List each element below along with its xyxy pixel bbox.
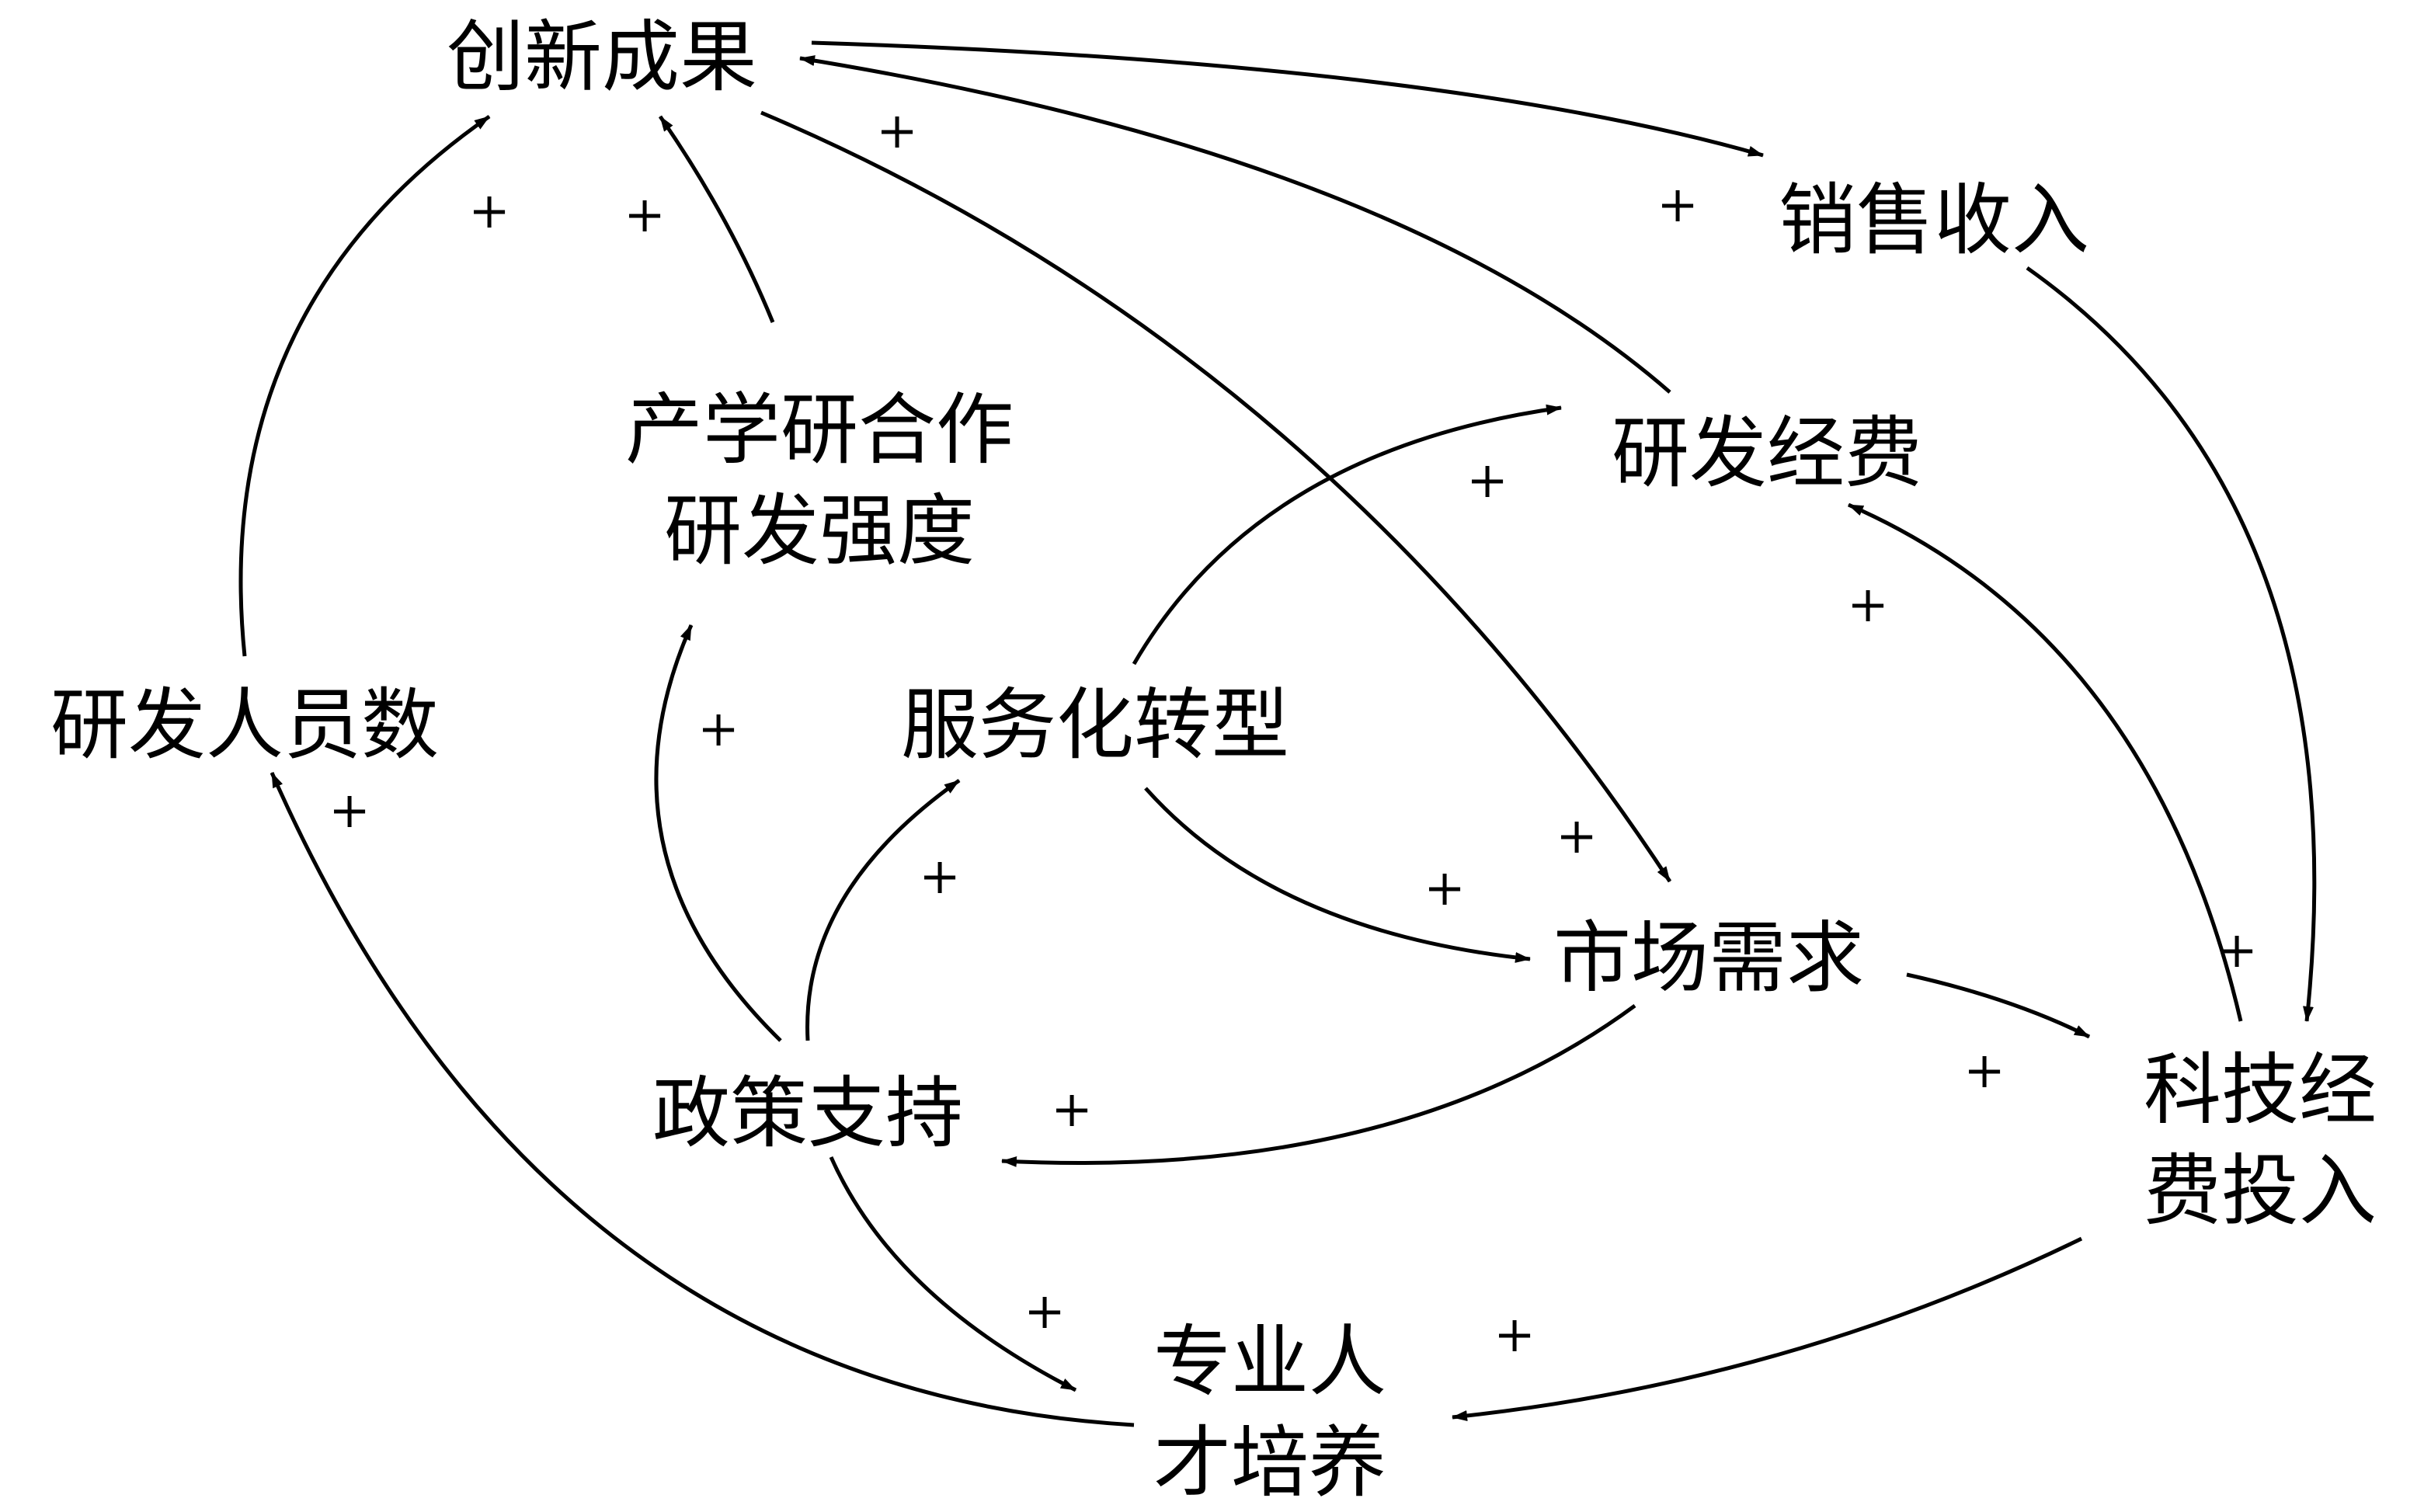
- polarity-rdfunding-to-innovation: +: [876, 103, 918, 160]
- polarity-market-to-techfunding: +: [1963, 1042, 2005, 1100]
- node-talent-line-1: 专业人: [1153, 1316, 1386, 1407]
- edge-personnel-to-innovation: [238, 114, 491, 657]
- polarity-iur-to-innovation: +: [624, 186, 666, 244]
- polarity-policy-to-iur: +: [697, 700, 739, 758]
- node-service-transformation: 服务化转型: [901, 680, 1289, 770]
- polarity-service-to-rdfunding: +: [1466, 452, 1508, 509]
- edge-market-to-techfunding: [1906, 972, 2091, 1039]
- polarity-techfunding-to-talent: +: [1494, 1306, 1535, 1364]
- edges: [238, 40, 2317, 1427]
- node-innovation-results: 创新成果: [447, 12, 757, 103]
- polarity-service-to-market: +: [1424, 860, 1466, 917]
- edge-iur-to-innovation: [658, 115, 775, 323]
- node-talent-line-2: 才培养: [1153, 1417, 1386, 1508]
- node-rd-funding: 研发经费: [1612, 408, 1922, 499]
- edge-policy-to-iur: [654, 624, 782, 1042]
- polarity-techfunding-to-rdfunding: +: [1847, 576, 1889, 634]
- node-market-demand: 市场需求: [1553, 912, 1864, 1003]
- edge-innovation-to-sales: [811, 40, 1764, 158]
- node-techfunding-line-1: 科技经: [2144, 1044, 2377, 1135]
- edge-talent-to-personnel: [270, 771, 1135, 1427]
- edge-service-to-market: [1144, 787, 1531, 963]
- polarity-signs: + + + + + + + + + + + + + + + +: [329, 103, 2258, 1364]
- polarity-innovation-to-market: +: [1556, 808, 1598, 865]
- node-policy-support: 政策支持: [652, 1068, 963, 1159]
- polarity-policy-to-service: +: [919, 848, 961, 905]
- edge-policy-to-service: [805, 778, 961, 1041]
- node-techfunding-line-2: 费投入: [2144, 1145, 2377, 1236]
- polarity-market-to-policy: +: [1051, 1081, 1093, 1138]
- edge-service-to-rdfunding: [1132, 404, 1562, 666]
- node-iur-line-1: 产学研合作: [625, 384, 1014, 475]
- edge-techfunding-to-rdfunding: [1847, 502, 2243, 1022]
- node-iur-line-2: 研发强度: [664, 485, 975, 576]
- edge-rdfunding-to-innovation: [799, 55, 1671, 394]
- node-rd-personnel: 研发人员数: [50, 680, 439, 770]
- edge-policy-to-talent: [829, 1156, 1077, 1392]
- edge-techfunding-to-talent: [1452, 1236, 2083, 1421]
- nodes: 创新成果 销售收入 产学研合作 研发强度 研发经费 研发人员数 服务化转型 市场…: [50, 12, 2377, 1508]
- edge-market-to-policy: [1001, 1003, 1636, 1167]
- polarity-personnel-to-innovation: +: [468, 182, 510, 240]
- node-sales-revenue: 销售收入: [1779, 175, 2089, 266]
- edge-sales-to-techfunding: [2026, 266, 2317, 1022]
- polarity-policy-to-talent: +: [1024, 1283, 1066, 1340]
- polarity-talent-to-personnel: +: [329, 782, 370, 839]
- polarity-innovation-to-sales: +: [1657, 176, 1699, 234]
- polarity-sales-to-techfunding: +: [2216, 922, 2258, 979]
- edge-innovation-to-market: [760, 110, 1672, 883]
